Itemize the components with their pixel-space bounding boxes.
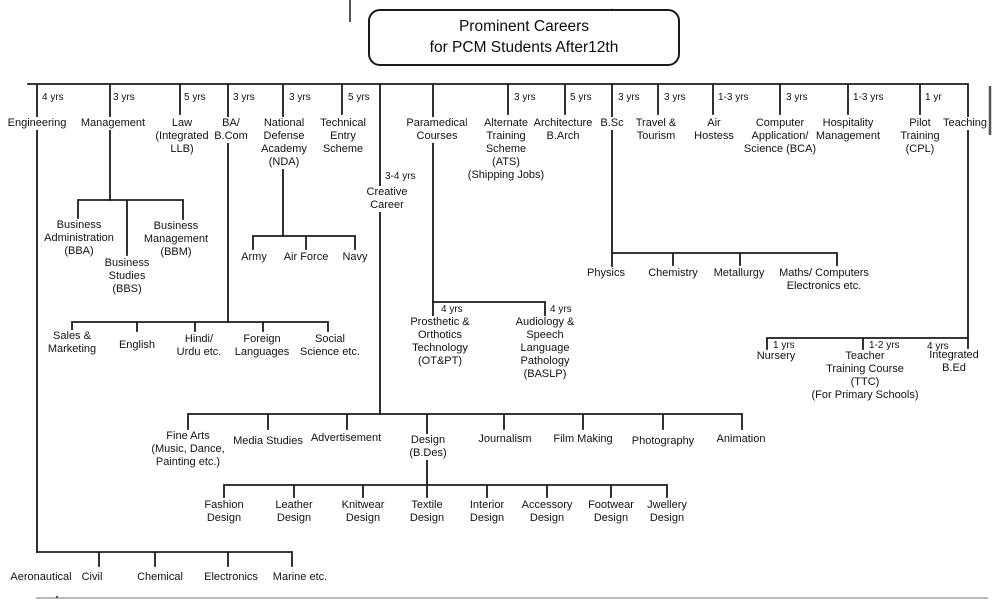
node-army: Army	[240, 251, 268, 264]
years-nursery: 1 yrs	[773, 340, 795, 351]
years-ttc: 1-2 yrs	[869, 340, 900, 351]
node-knitwear-design: Knitwear Design	[340, 499, 386, 525]
years-baslp: 4 yrs	[550, 304, 572, 315]
design-branch	[223, 484, 668, 498]
years-management: 3 yrs	[113, 92, 135, 103]
node-ats: Alternate Training Scheme (ATS) (Shippin…	[466, 117, 546, 182]
node-chemistry: Chemistry	[647, 267, 699, 280]
creative-branch	[187, 413, 743, 486]
node-hospitality: Hospitality Management	[814, 117, 882, 143]
years-otpt: 4 yrs	[441, 304, 463, 315]
node-ttc: Teacher Training Course (TTC) (For Prima…	[810, 350, 920, 402]
node-nda: National Defense Academy (NDA)	[260, 117, 308, 169]
node-navy: Navy	[341, 251, 369, 264]
node-creative-career: Creative Career	[365, 186, 409, 212]
node-metallurgy: Metallurgy	[712, 267, 766, 280]
node-civil: Civil	[80, 571, 104, 584]
years-law: 5 yrs	[184, 92, 206, 103]
node-advertisement: Advertisement	[309, 432, 383, 445]
node-architecture: Architecture B.Arch	[532, 117, 594, 143]
node-social-science: Social Science etc.	[299, 333, 361, 359]
paramedical-branch	[432, 301, 546, 317]
node-pilot-training: Pilot Training (CPL)	[899, 117, 941, 156]
nda-branch	[252, 235, 356, 250]
node-interior-design: Interior Design	[468, 499, 506, 525]
node-media-studies: Media Studies	[232, 435, 304, 448]
years-ba-bcom: 3 yrs	[233, 92, 255, 103]
node-teaching: Teaching	[941, 117, 989, 130]
main-rail-and-verticals	[27, 83, 969, 553]
node-aeronautical: Aeronautical	[9, 571, 73, 584]
years-bca: 3 yrs	[786, 92, 808, 103]
node-technical-entry: Technical Entry Scheme	[319, 117, 367, 156]
years-hospitality: 1-3 yrs	[853, 92, 884, 103]
node-nursery: Nursery	[755, 350, 797, 363]
management-branch	[77, 199, 184, 256]
years-technical-entry: 5 yrs	[348, 92, 370, 103]
node-chemical: Chemical	[136, 571, 184, 584]
node-bbm: Business Management (BBM)	[142, 220, 210, 259]
node-air-force: Air Force	[282, 251, 330, 264]
node-footwear-design: Footwear Design	[587, 499, 635, 525]
node-journalism: Journalism	[477, 433, 533, 446]
diagram-title: Prominent Careers for PCM Students After…	[368, 9, 680, 66]
years-integrated-bed: 4 yrs	[927, 341, 949, 352]
node-travel-tourism: Travel & Tourism	[634, 117, 678, 143]
node-integrated-bed: Integrated B.Ed	[928, 349, 980, 375]
years-pilot-training: 1 yr	[925, 92, 942, 103]
node-baslp: Audiology & Speech Language Pathology (B…	[514, 316, 576, 381]
node-physics: Physics	[586, 267, 626, 280]
node-hindi-urdu: Hindi/ Urdu etc.	[175, 333, 223, 359]
node-maths-computers: Maths/ Computers Electronics etc.	[778, 267, 870, 293]
node-foreign-languages: Foreign Languages	[233, 333, 291, 359]
node-english: English	[117, 339, 157, 352]
ba-bcom-branch	[71, 321, 329, 332]
years-air-hostess: 1-3 yrs	[718, 92, 749, 103]
years-bsc: 3 yrs	[618, 92, 640, 103]
years-creative-career: 3-4 yrs	[385, 171, 416, 182]
node-bca: Computer Application/ Science (BCA)	[742, 117, 818, 156]
node-leather-design: Leather Design	[274, 499, 314, 525]
node-fine-arts: Fine Arts (Music, Dance, Painting etc.)	[150, 430, 226, 469]
node-air-hostess: Air Hostess	[693, 117, 735, 143]
node-animation: Animation	[715, 433, 767, 446]
bsc-branch	[611, 252, 838, 266]
engineering-branch	[36, 551, 293, 567]
tree-trunk-and-branches	[27, 83, 969, 567]
node-ba-bcom: BA/ B.Com	[213, 117, 249, 143]
node-bsc: B.Sc	[599, 117, 625, 130]
node-design: Design (B.Des)	[408, 434, 448, 460]
node-sales-marketing: Sales & Marketing	[46, 330, 98, 356]
node-jwellery-design: Jwellery Design	[646, 499, 688, 525]
node-marine: Marine etc.	[271, 571, 329, 584]
years-ats: 3 yrs	[514, 92, 536, 103]
node-management: Management	[79, 117, 147, 130]
node-bba: Business Administration (BBA)	[43, 219, 115, 258]
node-otpt: Prosthetic & Orthotics Technology (OT&PT…	[409, 316, 471, 368]
years-travel-tourism: 3 yrs	[664, 92, 686, 103]
years-nda: 3 yrs	[289, 92, 311, 103]
years-engineering: 4 yrs	[42, 92, 64, 103]
node-bbs: Business Studies (BBS)	[103, 257, 151, 296]
node-film-making: Film Making	[552, 433, 614, 446]
node-electronics: Electronics	[203, 571, 259, 584]
node-accessory-design: Accessory Design	[520, 499, 574, 525]
node-textile-design: Textile Design	[408, 499, 446, 525]
node-law: Law (Integrated LLB)	[154, 117, 210, 156]
node-engineering: Engineering	[6, 117, 68, 130]
node-photography: Photography	[630, 435, 696, 448]
teaching-branch	[766, 337, 969, 350]
node-paramedical: Paramedical Courses	[405, 117, 469, 143]
years-architecture: 5 yrs	[570, 92, 592, 103]
node-fashion-design: Fashion Design	[203, 499, 245, 525]
